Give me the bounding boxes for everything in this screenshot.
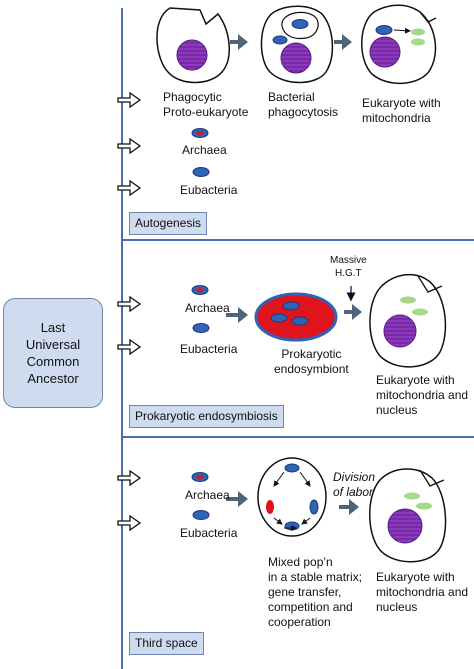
arrow-icon	[230, 34, 248, 50]
eukaryote-with-nucleus-cell-3	[369, 468, 447, 563]
hollow-arrow-icon	[117, 91, 142, 109]
luca-line: Common	[26, 354, 80, 369]
luca-line: Universal	[25, 337, 81, 352]
luca-line: Ancestor	[27, 371, 79, 386]
eubacteria-icon	[192, 510, 210, 520]
hollow-arrow-icon	[117, 514, 142, 532]
panel-title-autogenesis: Autogenesis	[129, 212, 208, 235]
eubacteria-icon	[192, 167, 210, 177]
eukaryote-with-nucleus-cell-2	[369, 273, 447, 368]
mixed-population-matrix	[257, 457, 327, 537]
hollow-arrow-icon	[117, 338, 142, 356]
autogenesis-cell-2	[260, 5, 334, 84]
arrow-icon	[344, 304, 362, 320]
arrow-icon	[339, 499, 359, 515]
luca-box: Last Universal Common Ancestor	[3, 298, 103, 408]
panel-title-endosymbiosis: Prokaryotic endosymbiosis	[129, 405, 284, 428]
arrow-icon	[334, 34, 352, 50]
panel-title-third-space: Third space	[129, 632, 204, 655]
luca-line: Last	[40, 320, 66, 335]
archaea-icon	[191, 285, 209, 295]
autogenesis-cell-1	[156, 7, 230, 84]
eubacteria-label: Eubacteria	[180, 342, 238, 356]
archaea-label: Archaea	[182, 143, 227, 157]
eubacteria-label: Eubacteria	[180, 183, 238, 197]
hollow-arrow-icon	[117, 469, 142, 487]
hollow-arrow-icon	[117, 295, 142, 313]
prokaryotic-endosymbiont-cell	[254, 292, 338, 342]
branch-arrows	[117, 91, 142, 532]
archaea-icon	[191, 128, 209, 138]
autogenesis-cell-3	[361, 4, 437, 85]
archaea-icon	[191, 472, 209, 482]
eubacteria-label: Eubacteria	[180, 526, 238, 540]
archaea-label: Archaea	[185, 301, 230, 315]
hollow-arrow-icon	[117, 179, 142, 197]
hollow-arrow-icon	[117, 137, 142, 155]
eubacteria-icon	[192, 323, 210, 333]
arrow-icon	[226, 491, 248, 507]
archaea-label: Archaea	[185, 488, 230, 502]
arrow-icon	[226, 307, 248, 323]
